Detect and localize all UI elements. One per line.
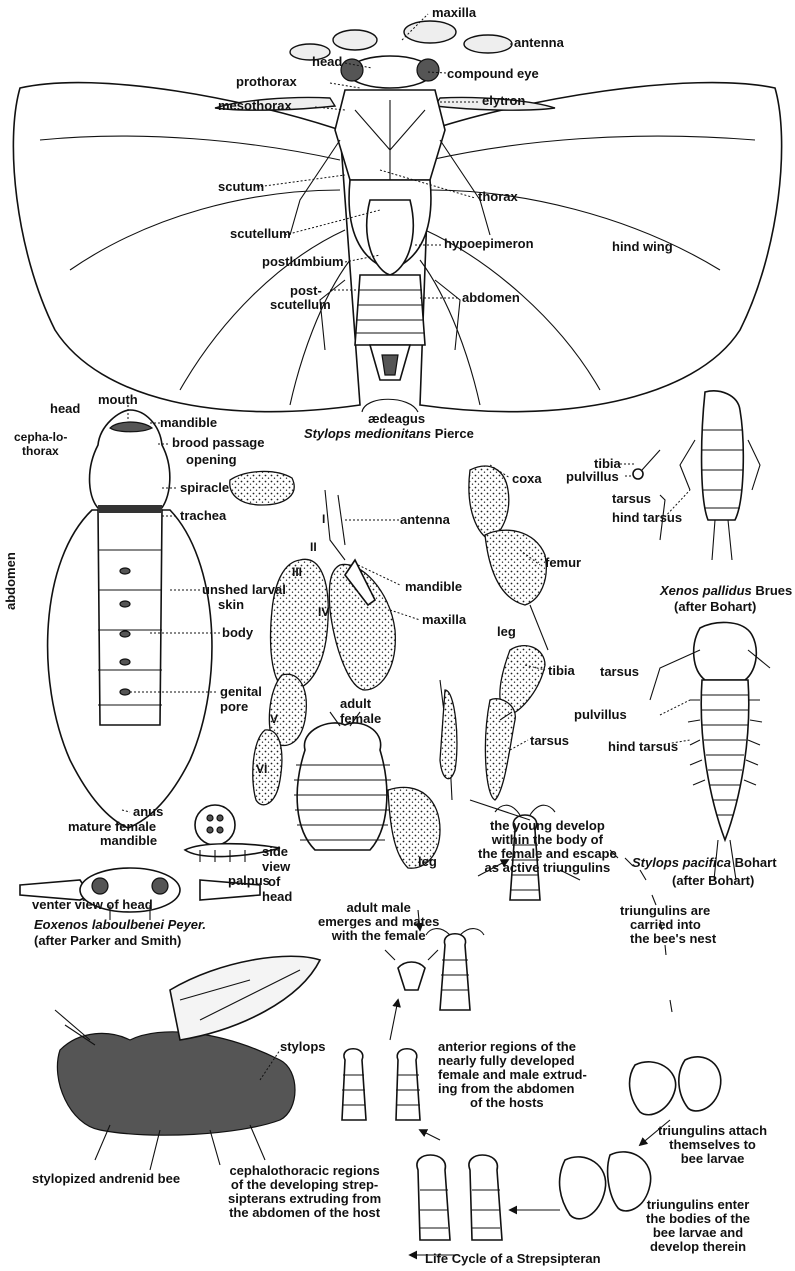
label-anus: anus — [133, 805, 163, 819]
label-side-view-1: side — [262, 845, 288, 859]
label-scutum: scutum — [218, 180, 264, 194]
label-tarsus-xenos: tarsus — [612, 492, 651, 506]
label-prothorax: prothorax — [236, 75, 297, 89]
label-maxilla-top: maxilla — [432, 6, 476, 20]
label-side-view-4: head — [262, 890, 292, 904]
label-abdomen-female: abdomen — [4, 552, 18, 610]
label-compound-eye: compound eye — [447, 67, 539, 81]
label-adult-1: adult — [340, 697, 371, 711]
label-thorax: thorax — [478, 190, 518, 204]
label-cephalothorax-1: cepha-lo- — [14, 430, 67, 444]
label-aedeagus: ædeagus — [368, 412, 425, 426]
label-genital-1: genital — [220, 685, 262, 699]
caption-stylops-pacifica: Stylops pacifica Bohart — [632, 856, 777, 870]
caption-xenos-credit: (after Bohart) — [674, 600, 756, 614]
label-seg-III: III — [292, 565, 302, 579]
label-hind-wing: hind wing — [612, 240, 673, 254]
label-seg-VI: VI — [256, 762, 267, 776]
label-antenna-larva: antenna — [400, 513, 450, 527]
plate-title: Life Cycle of a Strepsipteran — [425, 1252, 601, 1266]
caption-stylops-medionitans: Stylops medionitans Pierce — [304, 427, 474, 441]
label-coxa: coxa — [512, 472, 542, 486]
text-anterior-regions: anterior regions of the nearly fully dev… — [438, 1040, 587, 1110]
label-head-female: head — [50, 402, 80, 416]
label-tarsus-pacifica: tarsus — [600, 665, 639, 679]
label-mature-female: mature female — [68, 820, 156, 834]
label-trachea: trachea — [180, 509, 226, 523]
label-mesothorax: mesothorax — [218, 99, 292, 113]
hind-wing-left — [13, 83, 360, 412]
caption-eoxenos: Eoxenos laboulbenei Peyer. — [34, 918, 206, 932]
label-brood-passage-1: brood passage — [172, 436, 264, 450]
label-femur: femur — [545, 556, 581, 570]
label-hypoepimeron: hypoepimeron — [444, 237, 534, 251]
label-scutellum: scutellum — [230, 227, 291, 241]
label-mouth: mouth — [98, 393, 138, 407]
text-adult-male: adult male emerges and mates with the fe… — [318, 901, 439, 943]
caption-eoxenos-credit: (after Parker and Smith) — [34, 934, 181, 948]
label-side-view-3: of — [268, 875, 280, 889]
life-cycle-drawing — [55, 800, 721, 1255]
xenos-pallidus-drawing — [620, 391, 760, 560]
label-venter-view: venter view of head — [32, 898, 153, 912]
mature-female-drawing — [48, 410, 212, 828]
label-elytron: elytron — [482, 94, 525, 108]
label-brood-passage-2: opening — [186, 453, 237, 467]
text-triungulins-attach: triungulins attach themselves to bee lar… — [658, 1124, 767, 1166]
label-spiracle: spiracle — [180, 481, 229, 495]
label-seg-V: V — [270, 712, 278, 726]
label-tarsus-leg: tarsus — [530, 734, 569, 748]
label-palpus: palpus — [228, 874, 270, 888]
label-cephalothorax-2: thorax — [22, 444, 59, 458]
text-triungulins-enter: triungulins enter the bodies of the bee … — [646, 1198, 750, 1254]
label-body: body — [222, 626, 253, 640]
label-antenna-top: antenna — [514, 36, 564, 50]
label-stylops-bee: stylops — [280, 1040, 326, 1054]
label-unshed-1: unshed larval — [202, 583, 286, 597]
label-mandible-female: mandible — [160, 416, 217, 430]
stylops-male-drawing — [13, 21, 781, 412]
label-postlumbium: postlumbium — [262, 255, 344, 269]
label-mandible-eoxenos: mandible — [100, 834, 157, 848]
label-seg-I: I — [322, 512, 325, 526]
label-hind-tarsus-xenos: hind tarsus — [612, 511, 682, 525]
label-mandible-larva: mandible — [405, 580, 462, 594]
label-genital-2: pore — [220, 700, 248, 714]
label-leg-1: leg — [497, 625, 516, 639]
label-pulvillus-pacifica: pulvillus — [574, 708, 627, 722]
label-abdomen-top: abdomen — [462, 291, 520, 305]
label-hind-tarsus-pacifica: hind tarsus — [608, 740, 678, 754]
caption-pacifica-credit: (after Bohart) — [672, 874, 754, 888]
text-young-develop: the young develop within the body of the… — [478, 819, 617, 875]
label-side-view-2: view — [262, 860, 290, 874]
caption-xenos-pallidus: Xenos pallidus Brues — [660, 584, 792, 598]
label-seg-IV: IV — [318, 605, 329, 619]
label-scutellum-2: scutellum — [270, 298, 331, 312]
label-post: post- — [290, 284, 322, 298]
label-adult-2: female — [340, 712, 381, 726]
text-triungulins-carried: triungulins are carried into the bee's n… — [620, 904, 716, 946]
label-tibia-leg: tibia — [548, 664, 575, 678]
label-leg-eoxenos: leg — [418, 855, 437, 869]
label-stylopized-bee: stylopized andrenid bee — [32, 1172, 180, 1186]
text-cephalothoracic: cephalothoracic regions of the developin… — [228, 1164, 381, 1220]
label-unshed-2: skin — [218, 598, 244, 612]
label-pulvillus-xenos: pulvillus — [566, 470, 619, 484]
label-maxilla-larva: maxilla — [422, 613, 466, 627]
label-seg-II: II — [310, 540, 317, 554]
label-head-top: head — [312, 55, 342, 69]
